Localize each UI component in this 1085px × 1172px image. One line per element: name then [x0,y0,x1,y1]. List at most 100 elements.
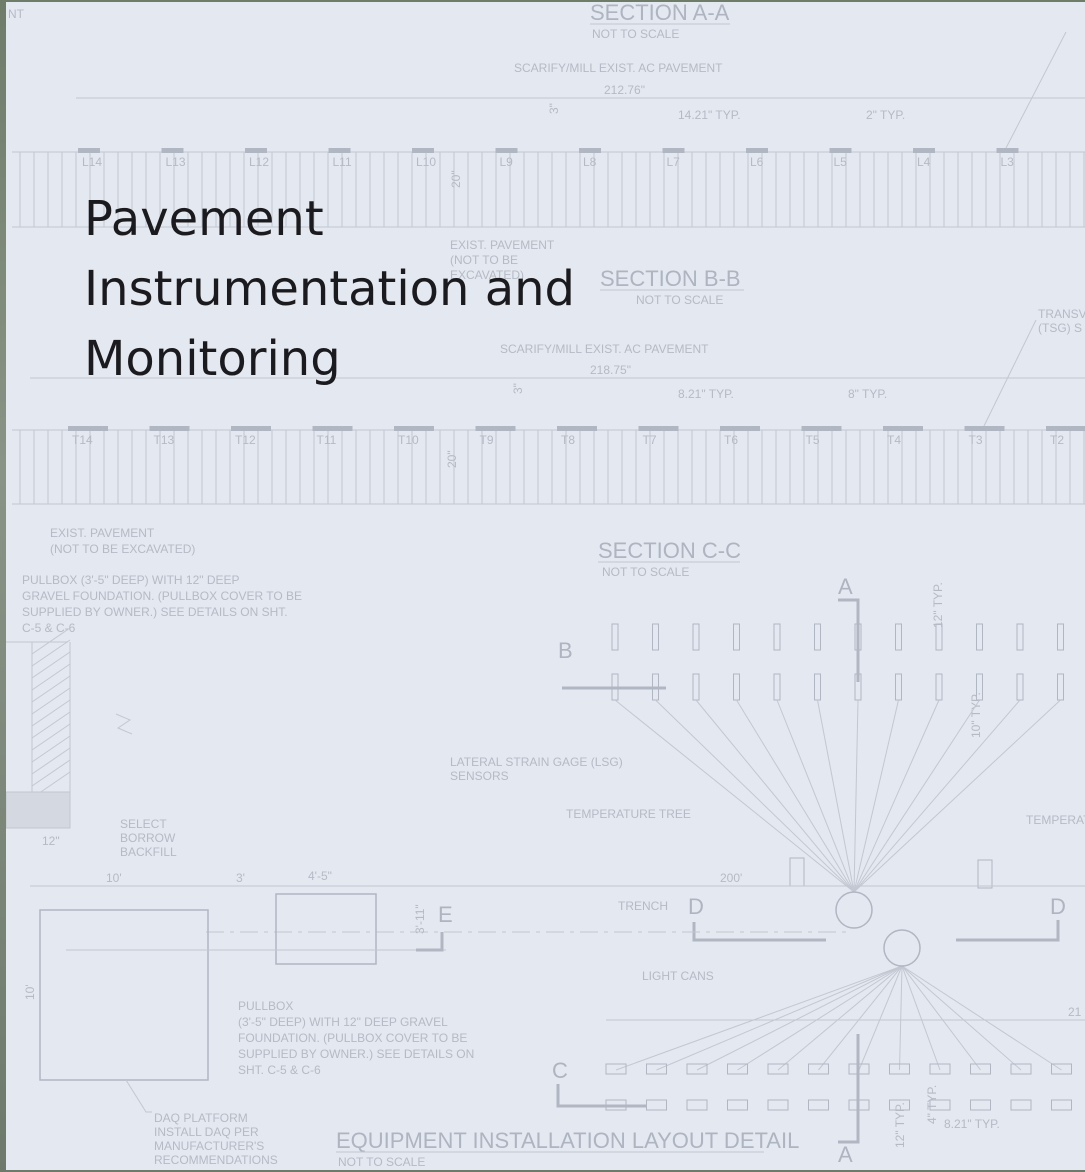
layout-scale: NOT TO SCALE [338,1155,425,1169]
dim-10: 10' [106,871,122,885]
trench-label: TRENCH [618,899,668,913]
marker-d-left: D [688,894,704,919]
wall-hatch-line [31,747,71,775]
tsg-sensor-bottom [1010,1099,1032,1111]
cable-upper [655,699,855,893]
daq-platform [39,909,209,1081]
gauge-label: T9 [480,433,494,447]
section-a-typ-dim-1: 14.21" TYP. [678,108,741,122]
temp-tree-box-right [977,859,993,889]
cable-lower [696,965,903,1071]
title-line-1: Pavement [84,191,324,247]
gauge-label: L8 [583,155,597,169]
wall-hatch-line [31,651,71,679]
gauge-label: T13 [154,433,175,447]
gravel-foundation [6,791,71,829]
gauge-bar [161,148,184,153]
cable-lower [615,965,903,1071]
gauge-label: L13 [166,155,186,169]
section-b-mill-note: SCARIFY/MILL EXIST. AC PAVEMENT [500,342,709,356]
cable-upper [853,699,940,893]
daq-note-4: RECOMMENDATIONS [154,1153,278,1167]
cable-lower [737,965,903,1071]
gauge-label: L3 [1001,155,1015,169]
dim-4-5: 4'-5" [308,869,332,883]
section-c-title: SECTION C-C [598,538,741,563]
tsg-sensor-top [646,1063,667,1075]
pullbox-small-1: PULLBOX [238,999,293,1013]
section-d-cut-left [692,922,826,942]
pullbox-wall-hatch [31,627,71,799]
lsg-sensor-top [692,623,700,651]
section-d-cut-right [956,920,1060,942]
lsg-sensor-top [814,623,821,651]
gauge-bar [412,148,434,153]
lsg-sensor-bottom [692,673,700,701]
cable-lower [901,965,941,1071]
section-a-hatch [19,152,1085,227]
pullbox-note-2: GRAVEL FOUNDATION. (PULLBOX COVER TO BE [22,589,302,603]
tsg-sensor-top [808,1063,829,1075]
wall-hatch-line [31,723,71,751]
wall-hatch-line [31,699,71,727]
gauge-bar [312,426,353,431]
dim-3: 3' [236,871,245,885]
section-a-scale: NOT TO SCALE [592,27,679,41]
gauge-label: L5 [834,155,848,169]
tsg-sensor-top [1010,1063,1032,1075]
marker-c: C [552,1058,568,1083]
sensor-cables [614,699,1062,1071]
section-b-overall-dim: 218.75" [590,363,631,377]
gauge-label: T10 [398,433,419,447]
lsg-sensor-top [1057,623,1064,651]
pullbox-small-3: FOUNDATION. (PULLBOX COVER TO BE [238,1031,467,1045]
cable-upper [853,699,1061,893]
tsg-sensor-top [605,1063,627,1075]
section-b-exist-2: (NOT TO BE EXCAVATED) [50,542,195,556]
gauge-bar [495,148,518,153]
title-line-3: Monitoring [84,331,341,387]
dim-200: 200' [720,871,742,885]
lsg-sensor-bottom [733,673,740,701]
cable-lower [777,965,903,1071]
section-b-scale: NOT TO SCALE [636,293,723,307]
lsg-sensor-bottom [935,673,943,701]
gauge-bar [245,148,267,153]
dim-3-11: 3'-11" [413,904,427,934]
gauge-bar [801,426,842,431]
cable-lower [899,965,903,1071]
wall-hatch-line [31,639,71,667]
gauge-bar [475,426,516,431]
section-b-small-dim: 3" [511,383,525,394]
gauge-label: T8 [561,433,575,447]
tsg-sensor-top [970,1063,991,1075]
marker-b: B [558,638,573,663]
section-b-leader [983,319,1037,427]
gauge-label: T2 [1050,433,1064,447]
gauge-label: T11 [317,433,337,447]
section-a-depth-dim: 20" [449,170,463,188]
pullbox-note-4: C-5 & C-6 [22,621,76,635]
marker-a-top: A [838,574,853,599]
wall-hatch-line [31,627,71,655]
gauge-bar [829,148,852,153]
lsg-sensor-top [611,623,619,651]
pullbox-small-5: SHT. C-5 & C-6 [238,1063,321,1077]
tsg-sensor-top [1051,1063,1072,1075]
backfill-dim: 12" [42,834,60,848]
daq-leader [125,1079,152,1113]
section-b-transverse-1: TRANSV [1038,307,1085,321]
tsg-sensor-top [767,1063,789,1075]
light-cans-label: LIGHT CANS [642,969,714,983]
pullbox-note-3: SUPPLIED BY OWNER.) SEE DETAILS ON SHT. [22,605,288,619]
lsg-sensor-bottom [773,673,781,701]
temp-tree-right-label: TEMPERAT [1026,813,1085,827]
pullbox-small-4: SUPPLIED BY OWNER.) SEE DETAILS ON [238,1047,474,1061]
lsg-sensor-grid [611,623,1064,701]
wall-hatch-line [31,663,71,691]
gauge-bar [78,148,100,153]
lsg-note-1: LATERAL STRAIN GAGE (LSG) [450,755,623,769]
grid-typ-12: 12" TYP. [931,582,945,628]
tsg-sensor-top [848,1063,870,1075]
marker-d-right: D [1050,894,1066,919]
